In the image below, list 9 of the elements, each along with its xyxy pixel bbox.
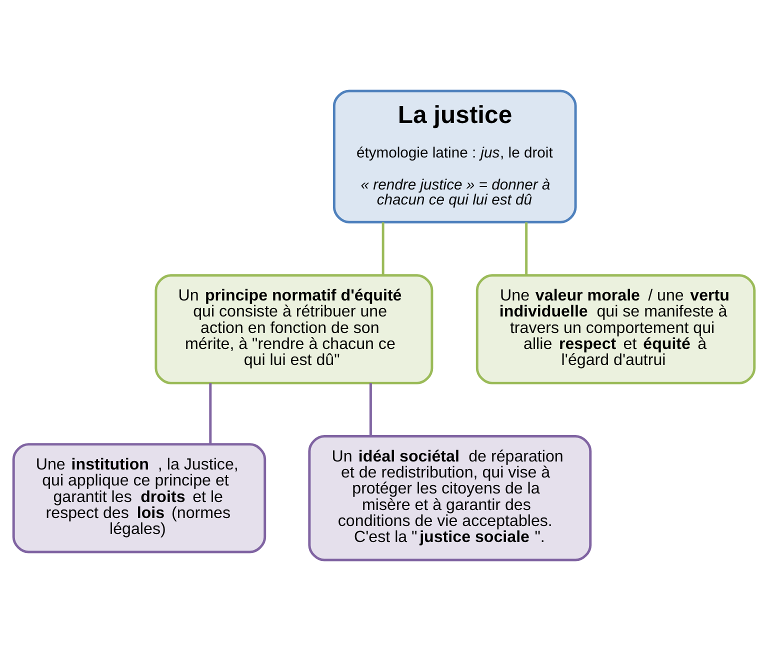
node-box: La justice étymologie latine : jus, le droit « rendre justice » = donner à chacun ce qui lui est dû: [332, 89, 577, 223]
connector: [369, 382, 372, 436]
node-box: Un principe normatif d'équité qui consiste à rétribuer une action en fonction de son mérite, à "rendre à chacun ce qui lui est dû": [154, 274, 434, 384]
connector: [209, 382, 212, 444]
connector: [382, 222, 384, 274]
connector: [525, 222, 528, 274]
node-box: Une institution , la Justice, qui applique ce principe et garantit les droits et le respect des lois (normes légales): [12, 442, 266, 553]
node-box: Une valeur morale / une vertu individuelle qui se manifeste à travers un comportement qui allie respect et équité à l'égard d'autrui: [476, 274, 756, 384]
node-box: Un idéal sociétal de réparation et de redistribution, qui vise à protéger les citoyens de la misère et à garantir des conditions de vie acceptables. C'est la "justice sociale".: [308, 434, 592, 561]
